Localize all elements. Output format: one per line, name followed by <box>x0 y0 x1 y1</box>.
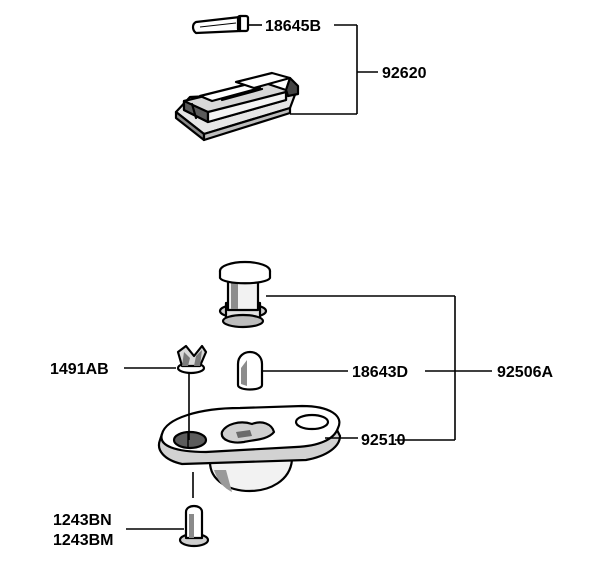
bulb-18643d-part <box>236 350 264 391</box>
label-1243bm: 1243BM <box>53 532 113 549</box>
grommet-1243bn-part <box>178 504 210 548</box>
label-92510: 92510 <box>361 432 406 449</box>
label-18643d: 18643D <box>352 364 408 381</box>
label-1491ab: 1491AB <box>50 361 109 378</box>
top-leader-lines <box>249 24 378 115</box>
label-92620: 92620 <box>382 65 427 82</box>
lamp-assembly-92620-part <box>174 71 300 142</box>
label-92506a: 92506A <box>497 364 553 381</box>
screw-clip-1491ab-part <box>176 344 208 375</box>
label-18645b: 18645B <box>265 18 321 35</box>
lens-housing-92510-part <box>157 404 342 492</box>
bottom-leader-lines <box>124 295 492 530</box>
assembly-axis-lines <box>188 372 194 498</box>
label-1243bn: 1243BN <box>53 512 112 529</box>
bulb-18645b-part <box>191 14 250 35</box>
lamp-socket-part <box>218 260 272 329</box>
